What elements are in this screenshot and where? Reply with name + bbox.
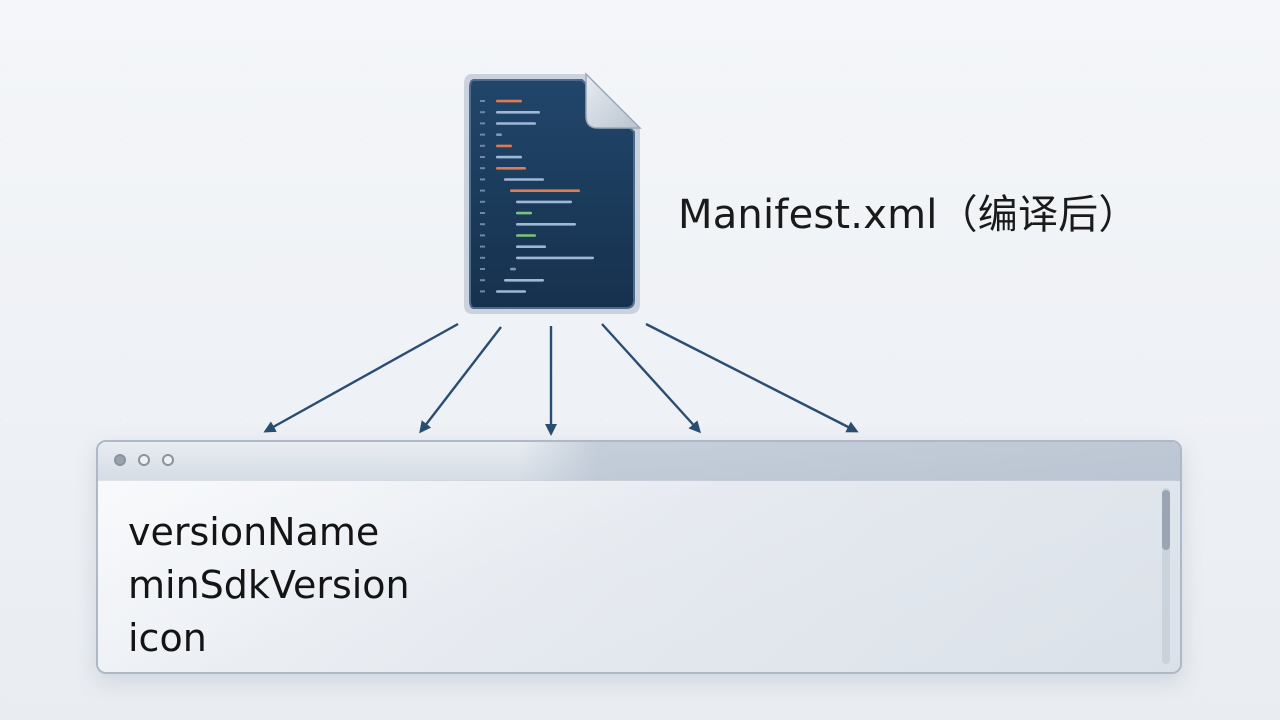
code-line [496,111,540,114]
code-line-number [480,156,485,158]
window-close-button[interactable] [114,454,126,466]
code-line-number [480,133,485,136]
scrollbar-track[interactable] [1162,488,1170,664]
code-line-number [480,212,485,214]
arrow-2 [419,326,502,434]
xml-document-icon [464,72,642,314]
code-line [496,144,512,148]
field-list: versionName minSdkVersion icon [128,506,410,665]
window-content: versionName minSdkVersion icon [98,480,1180,672]
code-line-number [480,290,485,293]
arrow-1 [263,322,459,433]
field-version-name: versionName [128,510,380,554]
code-line-number [480,245,485,248]
code-line [516,234,536,237]
code-line [496,290,526,293]
titlebar-shade [518,442,1180,480]
code-line [496,99,522,103]
code-line [516,211,532,215]
code-line-number [480,268,485,270]
code-line-number [480,279,485,282]
code-line [516,223,576,226]
code-line [496,155,522,159]
code-line-number [480,144,485,147]
code-line-number [480,122,485,125]
code-line-number [480,178,485,181]
code-line [496,167,526,170]
code-line [516,256,594,260]
scrollbar-thumb[interactable] [1162,490,1170,550]
code-line-number [480,189,485,192]
code-line-number [480,223,485,226]
window-maximize-button[interactable] [162,454,174,466]
field-icon: icon [128,616,207,660]
code-line-number [480,200,485,203]
code-line-number [480,234,485,237]
file-label: Manifest.xml（编译后） [678,192,1139,238]
document-icon [462,72,642,316]
code-line [496,133,502,136]
field-min-sdk-version: minSdkVersion [128,563,410,607]
code-line-number [480,256,485,259]
code-line [516,245,546,248]
arrow-5 [645,322,859,433]
window-titlebar [98,442,1180,481]
code-line [516,200,572,204]
code-line [496,122,536,125]
code-line [510,267,516,271]
code-line [510,189,580,192]
code-line-number [480,111,485,114]
code-line [504,279,544,282]
code-line-number [480,167,485,170]
arrow-4 [601,323,702,434]
window-minimize-button[interactable] [138,454,150,466]
code-line [504,178,544,181]
app-window: versionName minSdkVersion icon [96,440,1182,674]
code-line-number [480,100,485,102]
